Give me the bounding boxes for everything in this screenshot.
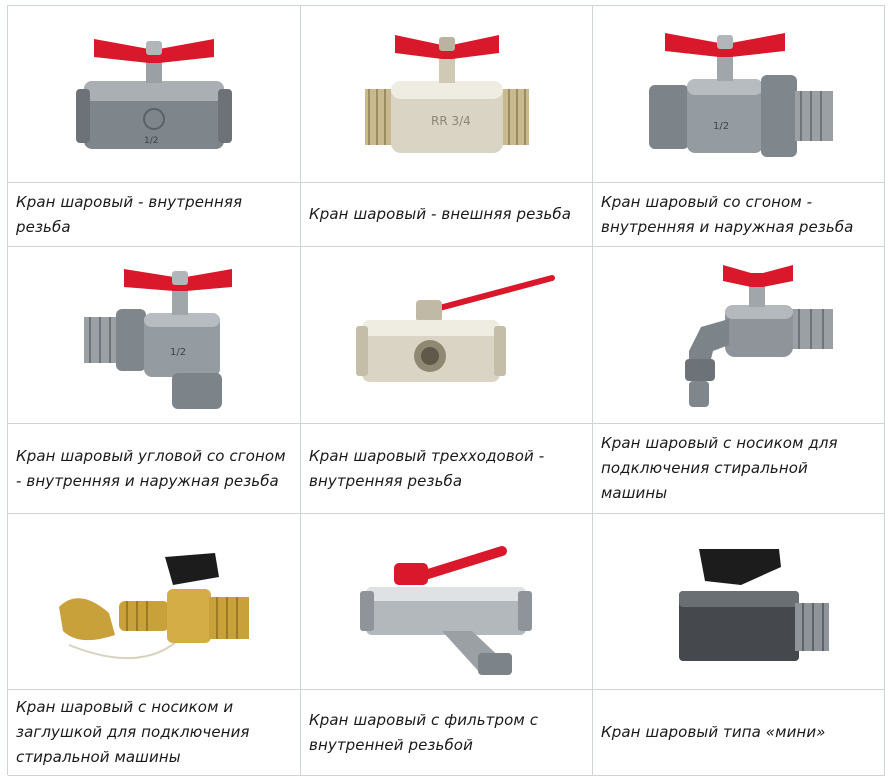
nozzle-valve-icon	[684, 265, 833, 407]
caption-cell: Кран шаровый - внешняя резьба	[301, 183, 593, 247]
valve-image-hose-nozzle	[593, 247, 885, 424]
angle-valve-icon: 1/2	[84, 269, 232, 409]
three-way-valve-icon	[355, 275, 555, 382]
caption-cell: Кран шаровый типа «мини»	[593, 690, 885, 776]
valve-image-three-way	[301, 247, 593, 424]
filter-valve-icon	[359, 545, 532, 675]
svg-text:1/2: 1/2	[144, 136, 158, 146]
valve-image-internal-thread: 1/2	[8, 6, 301, 183]
valve-image-angle-union: 1/2	[8, 247, 301, 424]
valve-image-mini	[593, 514, 885, 690]
table-row: 1/2	[8, 247, 885, 514]
ball-valve-external-icon: RR 3/4	[364, 35, 529, 153]
caption-cell: Кран шаровый со сгоном - внутренняя и на…	[593, 183, 885, 247]
caption-cell: Кран шаровый с носиком и заглушкой для п…	[8, 690, 301, 776]
valve-table: 1/2 RR 3/4	[7, 5, 885, 776]
caption-cell: Кран шаровый - внутренняя резьба	[8, 183, 301, 247]
ball-valve-internal-icon: 1/2	[76, 39, 232, 149]
caption-cell: Кран шаровый угловой со сгоном - внутрен…	[8, 424, 301, 514]
svg-text:1/2: 1/2	[170, 347, 186, 358]
valve-image-union: 1/2	[593, 6, 885, 183]
caption-cell: Кран шаровый с фильтром с внутренней рез…	[301, 690, 593, 776]
caption-cell: Кран шаровый трехходовой - внутренняя ре…	[301, 424, 593, 514]
nozzle-cap-valve-icon	[59, 552, 249, 659]
svg-text:1/2: 1/2	[713, 121, 729, 132]
table-row: Кран шаровый с носиком и заглушкой для п…	[8, 514, 885, 776]
table-row: 1/2 RR 3/4	[8, 6, 885, 247]
ball-valve-union-icon: 1/2	[648, 33, 833, 157]
svg-text:RR 3/4: RR 3/4	[431, 114, 471, 128]
caption-cell: Кран шаровый с носиком для подключения с…	[593, 424, 885, 514]
valve-image-external-thread: RR 3/4	[301, 6, 593, 183]
valve-image-nozzle-cap	[8, 514, 301, 690]
valve-image-filter	[301, 514, 593, 690]
mini-valve-icon	[678, 548, 829, 661]
